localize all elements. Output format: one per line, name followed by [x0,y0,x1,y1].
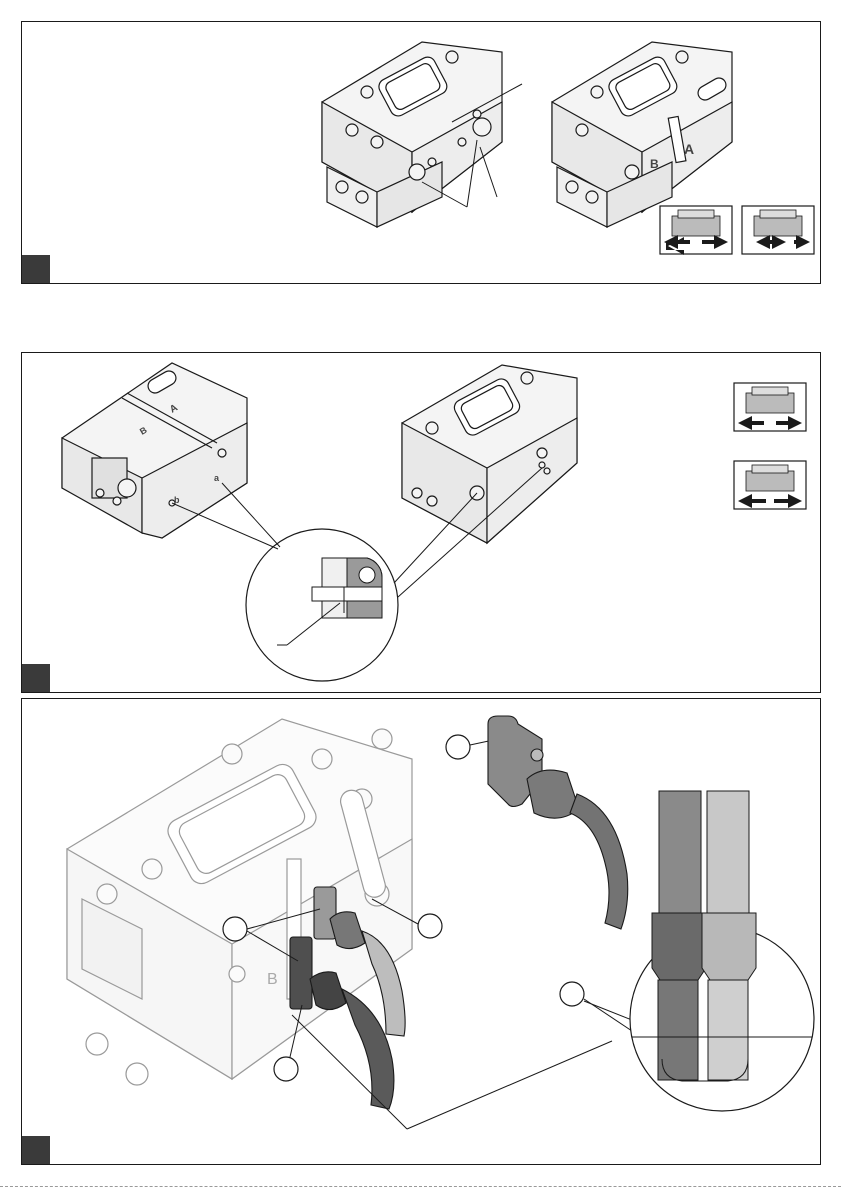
port-label-b: B [267,971,278,988]
gripper-illustration-2: A B b a [22,353,822,694]
gripper-bottom-view [62,363,247,538]
gripper-illustration-1: B A [22,22,822,285]
cable-pair [632,791,812,1081]
sensor-detail [488,716,628,929]
gripper-right [552,42,732,227]
figure-panel-3: B [21,698,821,1165]
figure-marker [22,664,50,692]
gripper-left [322,42,502,227]
figure-panel-1: B A [21,21,821,284]
port-label-b-lower: b [174,495,180,505]
sensor-mounting-illustration: B [22,699,822,1166]
gripper-top-view [402,365,577,543]
figure-panel-2: A B b a [21,352,821,693]
figure-marker [22,255,50,283]
page-bottom-border [0,1186,841,1191]
open-direction-icon-2 [734,383,806,431]
figure-marker [22,1136,50,1164]
port-label-a: A [684,141,694,157]
close-direction-icon-2 [734,461,806,509]
detail-section [312,558,382,618]
open-direction-icon [660,206,732,255]
close-direction-icon [742,206,814,254]
port-label-b: B [650,157,659,171]
